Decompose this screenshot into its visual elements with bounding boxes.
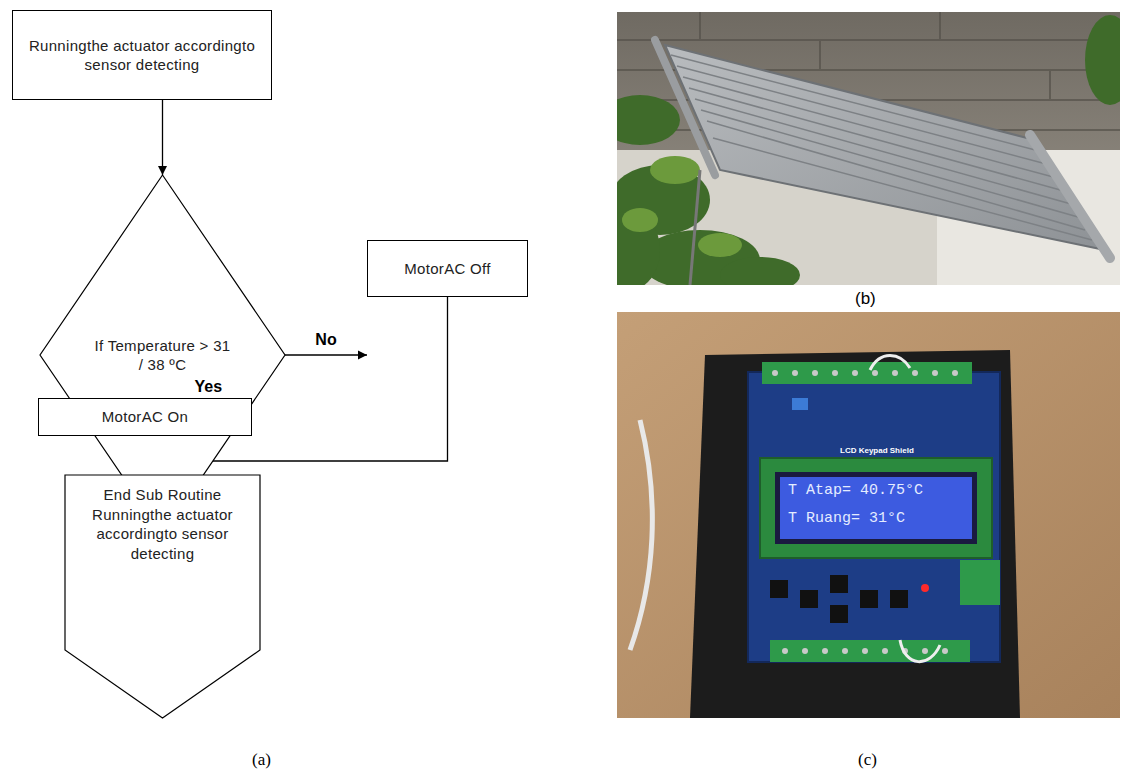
process-box: MotorAC On (38, 398, 252, 436)
node-text: Runningthe actuator accordingto sensor d… (23, 36, 261, 75)
edge-label: Yes (193, 378, 225, 396)
figure-caption: (a) (252, 750, 271, 770)
lcd-text: T Atap= 40.75°C (788, 482, 923, 499)
controller-photo (617, 312, 1120, 718)
end-connector: End Sub Routine Runningthe actuator acco… (65, 475, 260, 718)
node-text: MotorAC Off (404, 259, 490, 279)
board-label: LCD Keypad Shield (840, 446, 914, 455)
process-box: MotorAC Off (367, 240, 528, 297)
shape-outline (65, 475, 260, 718)
process-box: Runningthe actuator accordingto sensor d… (12, 10, 272, 100)
edge-label: No (313, 331, 338, 349)
node-text: End Sub Routine Runningthe actuator acco… (83, 485, 242, 563)
flow-arrow (285, 351, 367, 360)
node-text: MotorAC On (102, 407, 188, 427)
flow-arrow (158, 100, 167, 175)
figure-caption: (c) (858, 750, 877, 770)
figure-caption: (b) (855, 289, 876, 309)
lcd-text: T Ruang= 31°C (788, 510, 905, 527)
collector-photo (617, 12, 1120, 285)
node-text: If Temperature > 31 / 38 ºC (94, 336, 231, 375)
